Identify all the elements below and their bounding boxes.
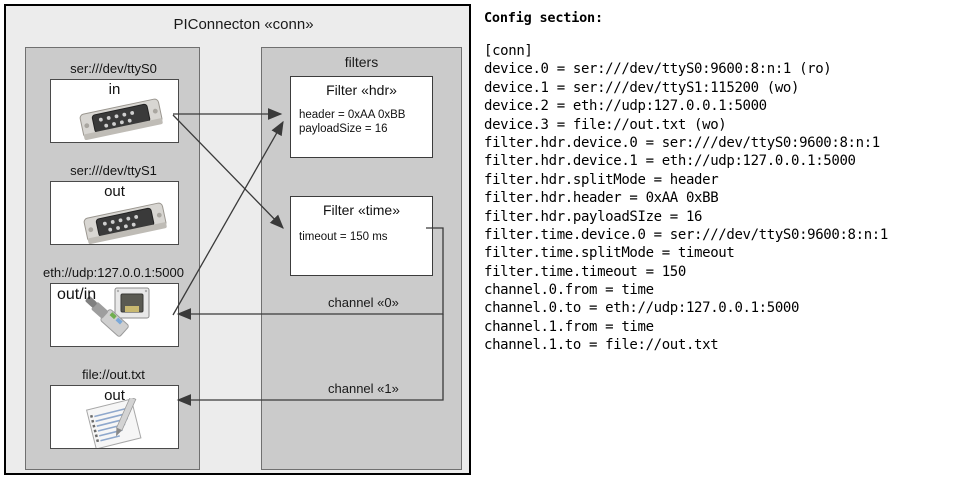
config-line: device.3 = file://out.txt (wo) (484, 116, 727, 133)
config-line: device.2 = eth://udp:127.0.0.1:5000 (484, 98, 767, 115)
device-eth[interactable]: eth://udp:127.0.0.1:5000 out/in (43, 265, 184, 347)
channel-1-label: channel «1» (328, 381, 399, 396)
config-line: channel.1.from = time (484, 318, 654, 335)
filter-hdr-title: Filter «hdr» (326, 82, 397, 98)
diagram-title: PIConnecton «conn» (173, 16, 314, 33)
device-serial-0-box[interactable]: in (50, 79, 179, 143)
filter-hdr[interactable]: Filter «hdr» header = 0xAA 0xBB payloadS… (290, 76, 433, 158)
channel-0-label: channel «0» (328, 295, 399, 310)
device-file[interactable]: file://out.txt out (50, 367, 179, 449)
serial-port-icon (79, 98, 163, 140)
filter-time-prop-timeout: timeout = 150 ms (299, 231, 388, 243)
filter-hdr-prop-payload: payloadSize = 16 (299, 123, 388, 135)
config-line: device.1 = ser:///dev/ttyS1:115200 (wo) (484, 79, 800, 96)
diagram-frame: PIConnecton «conn» ser:///dev/ttyS0 in (4, 4, 471, 475)
device-serial-0-direction: in (108, 81, 121, 98)
device-serial-0-label: ser:///dev/ttyS0 (70, 61, 157, 76)
config-line: device.0 = ser:///dev/ttyS0:9600:8:n:1 (… (484, 61, 832, 78)
device-file-box[interactable]: out (50, 385, 179, 449)
config-line: filter.time.timeout = 150 (484, 263, 686, 280)
config-line: channel.1.to = file://out.txt (484, 337, 719, 354)
device-file-label: file://out.txt (82, 367, 145, 382)
devices-group: ser:///dev/ttyS0 in (25, 47, 200, 470)
device-eth-label: eth://udp:127.0.0.1:5000 (43, 265, 184, 280)
filter-hdr-prop-header: header = 0xAA 0xBB (299, 109, 406, 121)
config-panel: Config section: [conn] device.0 = ser:///… (484, 6, 962, 476)
config-line: filter.hdr.device.0 = ser:///dev/ttyS0:9… (484, 134, 880, 151)
config-line: [conn] (484, 43, 533, 59)
device-serial-1-direction: out (104, 183, 125, 200)
config-line: filter.hdr.splitMode = header (484, 171, 719, 188)
config-line: filter.hdr.device.1 = eth://udp:127.0.0.… (484, 153, 856, 170)
config-line: channel.0.to = eth://udp:127.0.0.1:5000 (484, 300, 800, 317)
device-serial-1[interactable]: ser:///dev/ttyS1 out (50, 163, 179, 245)
filters-group-title: filters (344, 54, 379, 70)
device-serial-1-label: ser:///dev/ttyS1 (70, 163, 157, 178)
device-file-direction: out (104, 387, 125, 404)
filter-time-title: Filter «time» (322, 202, 401, 218)
config-line: filter.time.device.0 = ser:///dev/ttyS0:… (484, 226, 888, 243)
text-document-icon (85, 398, 142, 448)
config-line: filter.hdr.header = 0xAA 0xBB (484, 190, 719, 207)
serial-port-icon (83, 202, 167, 244)
filters-group: filters Filter «hdr» header = 0xAA 0xBB … (261, 47, 462, 470)
config-line: filter.hdr.payloadSIze = 16 (484, 208, 703, 225)
config-heading: Config section: (484, 10, 603, 26)
device-eth-box[interactable]: out/in (50, 283, 179, 347)
config-line: channel.0.from = time (484, 282, 654, 299)
config-line: filter.time.splitMode = timeout (484, 245, 735, 262)
ethernet-jack-icon (85, 287, 150, 337)
filter-time[interactable]: Filter «time» timeout = 150 ms (290, 196, 433, 276)
device-serial-1-box[interactable]: out (50, 181, 179, 245)
device-eth-direction: out/in (57, 286, 97, 303)
device-serial-0[interactable]: ser:///dev/ttyS0 in (50, 61, 179, 143)
config-lines: [conn] device.0 = ser:///dev/ttyS0:9600:8… (484, 42, 962, 355)
